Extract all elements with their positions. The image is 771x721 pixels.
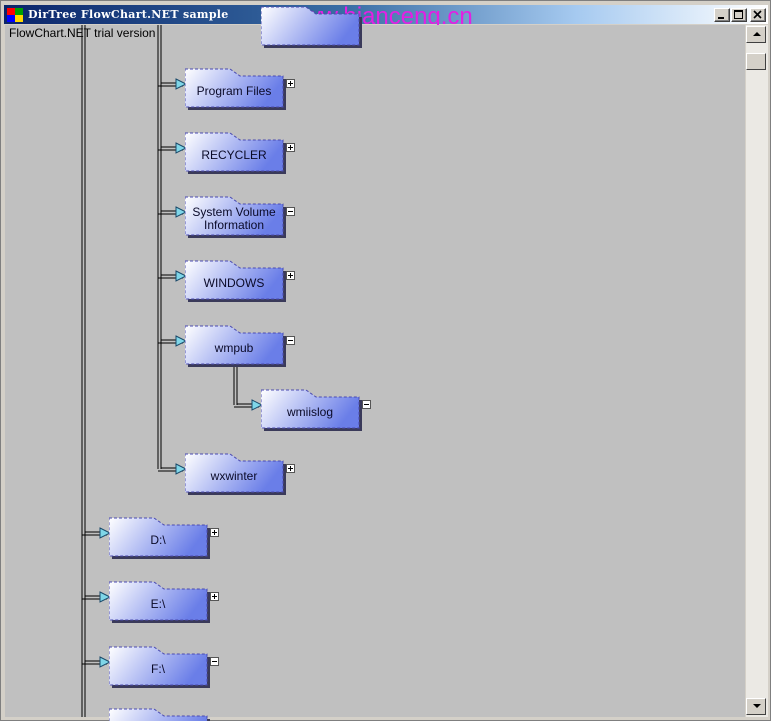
folder-node[interactable] (261, 0, 362, 48)
folder-label (109, 717, 207, 721)
folder-icon (261, 389, 362, 431)
collapse-icon[interactable] (362, 400, 371, 409)
folder-label: F:\ (151, 661, 165, 676)
folder-node[interactable]: wxwinter (185, 446, 286, 495)
minimize-button[interactable] (714, 8, 730, 22)
folder-label: RECYCLER (201, 147, 267, 162)
folder-label: Program Files (196, 83, 272, 98)
folder-node[interactable]: D:\ (109, 510, 210, 559)
folder-icon (185, 68, 286, 110)
folder-label (261, 15, 359, 43)
scroll-down-button[interactable] (746, 698, 766, 715)
scroll-thumb[interactable] (746, 53, 766, 70)
close-button[interactable] (750, 8, 766, 22)
folder-icon (109, 581, 210, 623)
folder-node[interactable]: Program Files (185, 61, 286, 110)
collapse-icon[interactable] (210, 657, 219, 666)
folder-node[interactable]: wmpub (185, 318, 286, 367)
folder-icon (109, 708, 210, 721)
folder-label: E:\ (150, 596, 166, 611)
expand-icon[interactable] (286, 464, 295, 473)
folder-node[interactable]: wmiislog (261, 382, 362, 431)
maximize-icon (734, 10, 743, 19)
minimize-icon (718, 17, 724, 19)
folder-icon (185, 196, 286, 238)
folder-node[interactable]: WINDOWS (185, 253, 286, 302)
vertical-scrollbar[interactable] (746, 25, 768, 717)
trial-version-label: FlowChart.NET trial version (9, 26, 156, 40)
expand-icon[interactable] (286, 79, 295, 88)
close-icon (753, 10, 762, 19)
expand-icon[interactable] (286, 271, 295, 280)
folder-icon (109, 517, 210, 559)
collapse-icon[interactable] (286, 336, 295, 345)
expand-icon[interactable] (210, 592, 219, 601)
folder-node[interactable]: E:\ (109, 574, 210, 623)
folder-icon (185, 132, 286, 174)
folder-node[interactable]: F:\ (109, 639, 210, 688)
folder-icon (109, 646, 210, 688)
folder-label: wxwinter (210, 468, 258, 483)
folder-label: wmpub (214, 340, 254, 355)
maximize-button[interactable] (731, 8, 747, 22)
folder-label: wmiislog (286, 404, 333, 419)
app-icon[interactable] (7, 8, 23, 22)
arrow-down-icon (753, 704, 761, 708)
title-bar[interactable] (4, 5, 768, 24)
folder-icon (185, 453, 286, 495)
scroll-up-button[interactable] (746, 26, 766, 43)
window-title: DirTree FlowChart.NET sample (28, 8, 229, 21)
folder-icon (185, 325, 286, 367)
expand-icon[interactable] (210, 528, 219, 537)
folder-label: WINDOWS (203, 275, 265, 290)
collapse-icon[interactable] (286, 207, 295, 216)
folder-node[interactable] (109, 701, 210, 721)
folder-icon (261, 6, 362, 48)
folder-node[interactable]: RECYCLER (185, 125, 286, 174)
folder-label: D:\ (150, 532, 166, 547)
expand-icon[interactable] (286, 143, 295, 152)
arrow-up-icon (753, 32, 761, 36)
folder-icon (185, 260, 286, 302)
